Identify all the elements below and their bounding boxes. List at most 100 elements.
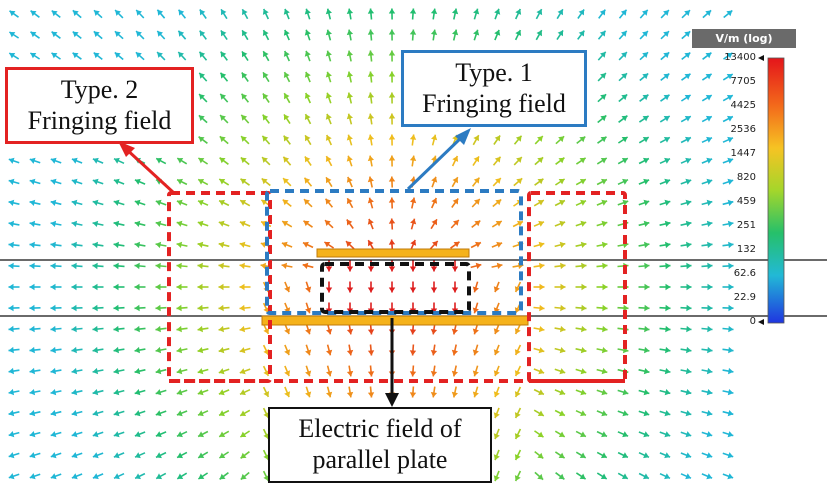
- field-arrow-head: [283, 156, 290, 163]
- field-arrow-head: [325, 71, 332, 78]
- field-arrow-head: [388, 29, 396, 35]
- field-arrow-head: [134, 220, 141, 227]
- field-arrow-head: [239, 304, 245, 312]
- field-arrow-head: [388, 50, 396, 56]
- field-arrow-head: [559, 389, 566, 396]
- field-arrow-head: [197, 389, 204, 396]
- field-arrow-head: [92, 283, 98, 291]
- field-arrow-head: [430, 350, 438, 356]
- field-arrow-head: [263, 475, 270, 481]
- field-arrow-head: [134, 262, 140, 270]
- legend-colorbar: [767, 57, 785, 324]
- field-arrow-head: [644, 241, 650, 249]
- field-arrow-head: [706, 157, 713, 164]
- field-arrow-head: [262, 135, 269, 142]
- field-arrow-head: [263, 454, 270, 460]
- field-arrow-head: [726, 74, 733, 80]
- field-arrow-head: [580, 368, 587, 375]
- field-arrow-head: [367, 218, 374, 225]
- field-arrow-head: [515, 135, 522, 142]
- field-arrow-head: [8, 178, 15, 185]
- field-arrow-head: [240, 452, 247, 459]
- field-arrow-head: [346, 391, 354, 398]
- field-arrow-head: [242, 30, 248, 37]
- field-arrow-head: [198, 199, 204, 206]
- field-arrow-head: [325, 29, 332, 36]
- field-arrow-head: [260, 262, 266, 270]
- type1-region: [265, 189, 523, 315]
- type1-pointer-head: [455, 128, 471, 145]
- field-arrow-head: [430, 392, 438, 398]
- field-arrow-head: [303, 241, 309, 248]
- field-arrow-head: [50, 304, 56, 312]
- field-arrow-head: [50, 346, 56, 354]
- field-arrow-head: [29, 262, 35, 270]
- field-arrow-head: [685, 157, 691, 164]
- field-arrow-head: [495, 178, 501, 184]
- field-arrow-head: [155, 325, 161, 333]
- field-arrow-head: [601, 241, 608, 248]
- field-arrow-head: [113, 241, 119, 249]
- field-arrow-head: [644, 262, 650, 270]
- field-arrow-head: [707, 325, 713, 333]
- field-arrow-head: [263, 51, 269, 58]
- field-arrow-head: [367, 392, 375, 398]
- field-arrow-head: [706, 410, 713, 417]
- field-arrow-head: [29, 283, 35, 291]
- field-arrow-head: [409, 29, 417, 35]
- field-arrow-head: [113, 389, 120, 396]
- field-arrow-head: [198, 473, 205, 479]
- field-arrow-head: [219, 410, 225, 417]
- field-arrow-head: [262, 93, 269, 100]
- field-arrow-head: [113, 262, 119, 270]
- field-arrow-head: [134, 368, 141, 375]
- field-arrow-head: [176, 389, 183, 396]
- field-arrow-head: [664, 220, 671, 227]
- field-arrow-head: [218, 241, 225, 248]
- field-arrow-head: [262, 157, 268, 163]
- field-arrow-head: [451, 370, 458, 377]
- field-arrow-head: [493, 433, 500, 440]
- field-arrow-head: [579, 473, 586, 480]
- field-arrow-head: [155, 410, 162, 417]
- field-arrow-head: [643, 157, 649, 164]
- field-arrow-head: [326, 177, 332, 184]
- field-arrow-head: [728, 241, 734, 249]
- field-arrow-head: [197, 262, 203, 270]
- field-arrow-head: [304, 199, 310, 205]
- field-arrow-head: [601, 410, 608, 417]
- field-arrow-head: [263, 391, 270, 397]
- field-arrow-head: [71, 367, 78, 375]
- field-arrow-head: [472, 349, 479, 356]
- field-arrow-head: [262, 9, 269, 15]
- field-arrow-head: [664, 199, 671, 206]
- field-arrow-head: [114, 157, 120, 164]
- field-arrow-head: [92, 389, 99, 396]
- field-arrow-head: [685, 220, 692, 227]
- field-arrow-head: [135, 452, 141, 459]
- field-arrow-head: [579, 452, 586, 458]
- field-arrow-head: [220, 93, 226, 100]
- field-arrow-head: [263, 433, 270, 439]
- field-arrow-head: [114, 52, 121, 59]
- field-arrow-head: [176, 241, 183, 248]
- field-arrow-head: [621, 115, 628, 122]
- field-arrow-head: [9, 32, 16, 38]
- legend-tick-label: 2536: [730, 124, 756, 135]
- field-arrow-head: [8, 346, 14, 354]
- field-arrow-head: [451, 391, 458, 398]
- field-arrow-head: [240, 431, 247, 437]
- field-arrow-head: [410, 197, 417, 204]
- field-arrow-head: [728, 283, 734, 291]
- field-arrow-head: [409, 134, 417, 140]
- field-arrow-head: [430, 266, 438, 272]
- field-arrow-head: [8, 262, 14, 270]
- field-arrow-head: [219, 179, 226, 185]
- field-arrow-head: [241, 114, 248, 121]
- field-arrow-head: [514, 307, 521, 313]
- field-arrow-head: [113, 178, 120, 185]
- field-arrow-head: [474, 199, 480, 205]
- field-arrow-head: [453, 220, 459, 226]
- field-arrow-head: [263, 72, 269, 79]
- field-arrow-head: [8, 241, 14, 249]
